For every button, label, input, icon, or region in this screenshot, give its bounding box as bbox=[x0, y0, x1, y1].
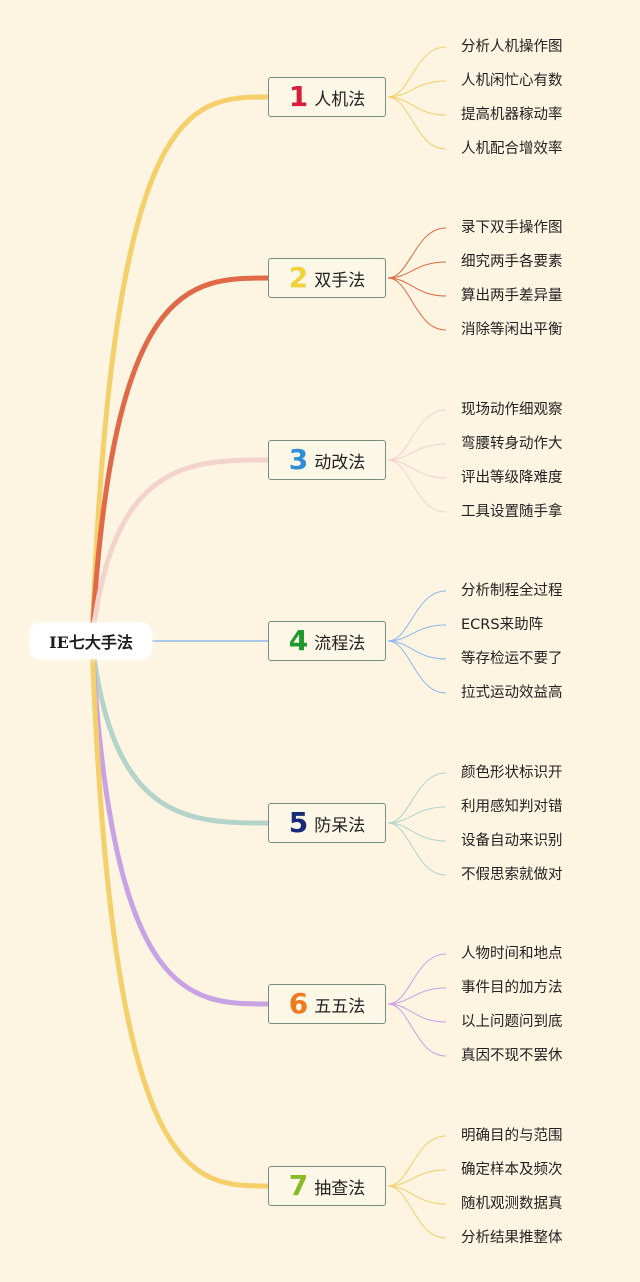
leaf-connector bbox=[387, 1003, 447, 1023]
leaf-item[interactable]: 不假思索就做对 bbox=[461, 867, 563, 883]
leaf-connector bbox=[387, 1169, 447, 1187]
root-node[interactable]: IE七大手法 bbox=[30, 623, 152, 659]
leaf-item[interactable]: ECRS来助阵 bbox=[461, 617, 544, 633]
root-label: IE七大手法 bbox=[49, 633, 133, 652]
branch-number-6: 6 bbox=[288, 987, 309, 1020]
branch-label-7: 抽查法 bbox=[314, 1178, 366, 1199]
leaf-connector bbox=[387, 624, 447, 642]
branch-label-3: 动改法 bbox=[314, 452, 366, 473]
trunk-connector-3 bbox=[89, 457, 271, 644]
leaf-item[interactable]: 设备自动来识别 bbox=[461, 833, 563, 849]
branch-number-4: 4 bbox=[288, 624, 309, 657]
leaf-item[interactable]: 利用感知判对错 bbox=[461, 799, 563, 815]
branch-number-1: 1 bbox=[288, 80, 309, 113]
leaf-connector bbox=[387, 1185, 447, 1239]
leaf-item[interactable]: 弯腰转身动作大 bbox=[461, 436, 563, 452]
branch-node-1[interactable]: 1 人机法 bbox=[268, 77, 386, 117]
leaf-item[interactable]: 真因不现不罢休 bbox=[461, 1048, 563, 1064]
leaf-connector bbox=[387, 277, 447, 297]
leaf-connector bbox=[387, 987, 447, 1005]
leaf-connector bbox=[387, 46, 447, 98]
leaf-connector bbox=[387, 277, 447, 331]
leaf-item[interactable]: 拉式运动效益高 bbox=[461, 685, 563, 701]
trunk-connector-6 bbox=[89, 638, 271, 1007]
leaf-connector bbox=[387, 772, 447, 824]
leaf-item[interactable]: 分析制程全过程 bbox=[461, 583, 563, 599]
leaf-item[interactable]: 人机配合增效率 bbox=[461, 141, 563, 157]
leaf-item[interactable]: 颜色形状标识开 bbox=[461, 765, 563, 781]
branch-node-2[interactable]: 2 双手法 bbox=[268, 258, 386, 298]
trunk-connector-5 bbox=[89, 638, 271, 826]
leaf-connector bbox=[387, 822, 447, 842]
leaf-item[interactable]: 明确目的与范围 bbox=[461, 1128, 563, 1144]
leaf-item[interactable]: 工具设置随手拿 bbox=[461, 504, 563, 520]
branch-node-3[interactable]: 3 动改法 bbox=[268, 440, 386, 480]
leaf-connector bbox=[387, 459, 447, 513]
branch-label-6: 五五法 bbox=[314, 996, 366, 1017]
branch-node-7[interactable]: 7 抽查法 bbox=[268, 1166, 386, 1206]
leaf-item[interactable]: 消除等闲出平衡 bbox=[461, 322, 563, 338]
leaf-item[interactable]: 以上问题问到底 bbox=[461, 1014, 563, 1030]
leaf-connector bbox=[387, 806, 447, 824]
branch-label-5: 防呆法 bbox=[314, 815, 366, 836]
leaf-connector bbox=[387, 459, 447, 479]
leaf-item[interactable]: 人机闲忙心有数 bbox=[461, 73, 563, 89]
leaf-connector bbox=[387, 227, 447, 279]
leaf-connector bbox=[387, 1185, 447, 1205]
trunk-connector-2 bbox=[89, 275, 271, 644]
branch-label-1: 人机法 bbox=[314, 89, 366, 110]
leaf-item[interactable]: 等存检运不要了 bbox=[461, 651, 563, 667]
leaf-connector bbox=[387, 640, 447, 660]
leaf-connector bbox=[387, 96, 447, 150]
leaf-item[interactable]: 评出等级降难度 bbox=[461, 470, 563, 486]
leaf-connector bbox=[387, 409, 447, 461]
leaf-connector bbox=[387, 80, 447, 98]
leaf-connector bbox=[387, 443, 447, 461]
branch-node-4[interactable]: 4 流程法 bbox=[268, 621, 386, 661]
leaf-item[interactable]: 确定样本及频次 bbox=[461, 1162, 563, 1178]
leaf-connector bbox=[387, 822, 447, 876]
leaf-connector bbox=[387, 96, 447, 116]
leaf-item[interactable]: 细究两手各要素 bbox=[461, 254, 563, 270]
branch-number-7: 7 bbox=[288, 1169, 309, 1202]
leaf-connector bbox=[387, 953, 447, 1005]
trunk-connector-1 bbox=[89, 94, 271, 644]
leaf-connector bbox=[387, 1003, 447, 1057]
branch-number-3: 3 bbox=[288, 443, 309, 476]
leaf-connector bbox=[387, 261, 447, 279]
leaf-item[interactable]: 分析人机操作图 bbox=[461, 39, 563, 55]
branch-number-2: 2 bbox=[288, 261, 309, 294]
branch-node-6[interactable]: 6 五五法 bbox=[268, 984, 386, 1024]
leaf-item[interactable]: 现场动作细观察 bbox=[461, 402, 563, 418]
branch-node-5[interactable]: 5 防呆法 bbox=[268, 803, 386, 843]
leaf-item[interactable]: 分析结果推整体 bbox=[461, 1230, 563, 1246]
leaf-item[interactable]: 事件目的加方法 bbox=[461, 980, 563, 996]
leaf-item[interactable]: 录下双手操作图 bbox=[461, 220, 563, 236]
leaf-connector bbox=[387, 640, 447, 694]
leaf-item[interactable]: 随机观测数据真 bbox=[461, 1196, 563, 1212]
branch-label-4: 流程法 bbox=[314, 633, 366, 654]
leaf-item[interactable]: 提高机器稼动率 bbox=[461, 107, 563, 123]
branch-label-2: 双手法 bbox=[314, 270, 366, 291]
branch-number-5: 5 bbox=[288, 806, 309, 839]
leaf-connector bbox=[387, 1135, 447, 1187]
trunk-connector-7 bbox=[89, 638, 271, 1189]
leaf-connector bbox=[387, 590, 447, 642]
leaf-item[interactable]: 人物时间和地点 bbox=[461, 946, 563, 962]
leaf-item[interactable]: 算出两手差异量 bbox=[461, 288, 563, 304]
